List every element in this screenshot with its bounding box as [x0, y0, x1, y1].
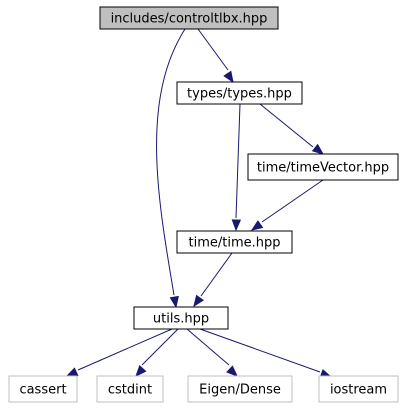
- edge-line: [186, 328, 230, 366]
- node-label: iostream: [330, 383, 387, 398]
- node-box[interactable]: [99, 6, 279, 30]
- node-label: Eigen/Dense: [199, 383, 281, 398]
- node-box[interactable]: [176, 230, 293, 254]
- edge-time-to-utils: [193, 252, 233, 308]
- edge-arrowhead: [223, 70, 234, 84]
- node-label: time/timeVector.hpp: [257, 161, 389, 176]
- node-eigen[interactable]: Eigen/Dense: [187, 375, 293, 403]
- edge-utils-to-iostream: [199, 328, 333, 378]
- node-box[interactable]: [8, 375, 78, 403]
- edge-arrowhead: [231, 219, 242, 232]
- edge-types-to-time: [231, 103, 242, 232]
- node-label: includes/controltlbx.hpp: [111, 12, 268, 27]
- node-box[interactable]: [96, 375, 164, 403]
- edge-utils-to-cstdint: [135, 328, 179, 378]
- node-timeVector[interactable]: time/timeVector.hpp: [247, 153, 399, 181]
- edge-arrowhead: [65, 367, 79, 377]
- edges-layer: [65, 28, 333, 378]
- edge-arrowhead: [311, 143, 325, 155]
- node-box[interactable]: [247, 153, 399, 181]
- edge-utils-to-cassert: [65, 328, 173, 377]
- node-time[interactable]: time/time.hpp: [176, 230, 293, 254]
- node-label: time/time.hpp: [189, 236, 281, 251]
- edge-arrowhead: [193, 294, 204, 308]
- nodes-layer: includes/controltlbx.hpp types/types.hpp t…: [8, 6, 399, 403]
- edge-line: [261, 179, 324, 223]
- node-label: cstdint: [108, 383, 152, 398]
- edge-arrowhead: [226, 365, 238, 377]
- edge-line: [141, 328, 179, 366]
- edge-arrowhead: [169, 295, 179, 309]
- edge-controltlbx-to-types: [197, 28, 234, 84]
- node-iostream[interactable]: iostream: [318, 375, 399, 403]
- node-cstdint[interactable]: cstdint: [96, 375, 164, 403]
- edge-controltlbx-to-utils: [156, 28, 186, 309]
- edge-line: [200, 252, 233, 297]
- node-label: utils.hpp: [153, 312, 209, 327]
- node-box[interactable]: [176, 81, 303, 105]
- node-cassert[interactable]: cassert: [8, 375, 78, 403]
- node-types[interactable]: types/types.hpp: [176, 81, 303, 105]
- node-label: types/types.hpp: [187, 87, 292, 102]
- edge-line: [156, 28, 186, 296]
- edge-timeVector-to-time: [250, 179, 324, 231]
- edge-line: [235, 103, 241, 219]
- edge-line: [259, 103, 314, 148]
- edge-line: [77, 328, 173, 371]
- node-utils[interactable]: utils.hpp: [133, 306, 229, 330]
- edge-line: [197, 28, 229, 71]
- edge-line: [199, 328, 321, 373]
- edge-utils-to-eigen: [186, 328, 238, 377]
- node-label: cassert: [19, 383, 66, 398]
- edge-arrowhead: [250, 220, 264, 231]
- node-box[interactable]: [133, 306, 229, 330]
- edge-types-to-timeVector: [259, 103, 325, 155]
- edge-arrowhead: [135, 365, 147, 378]
- node-box[interactable]: [318, 375, 399, 403]
- node-box[interactable]: [187, 375, 293, 403]
- node-controltlbx[interactable]: includes/controltlbx.hpp: [99, 6, 279, 30]
